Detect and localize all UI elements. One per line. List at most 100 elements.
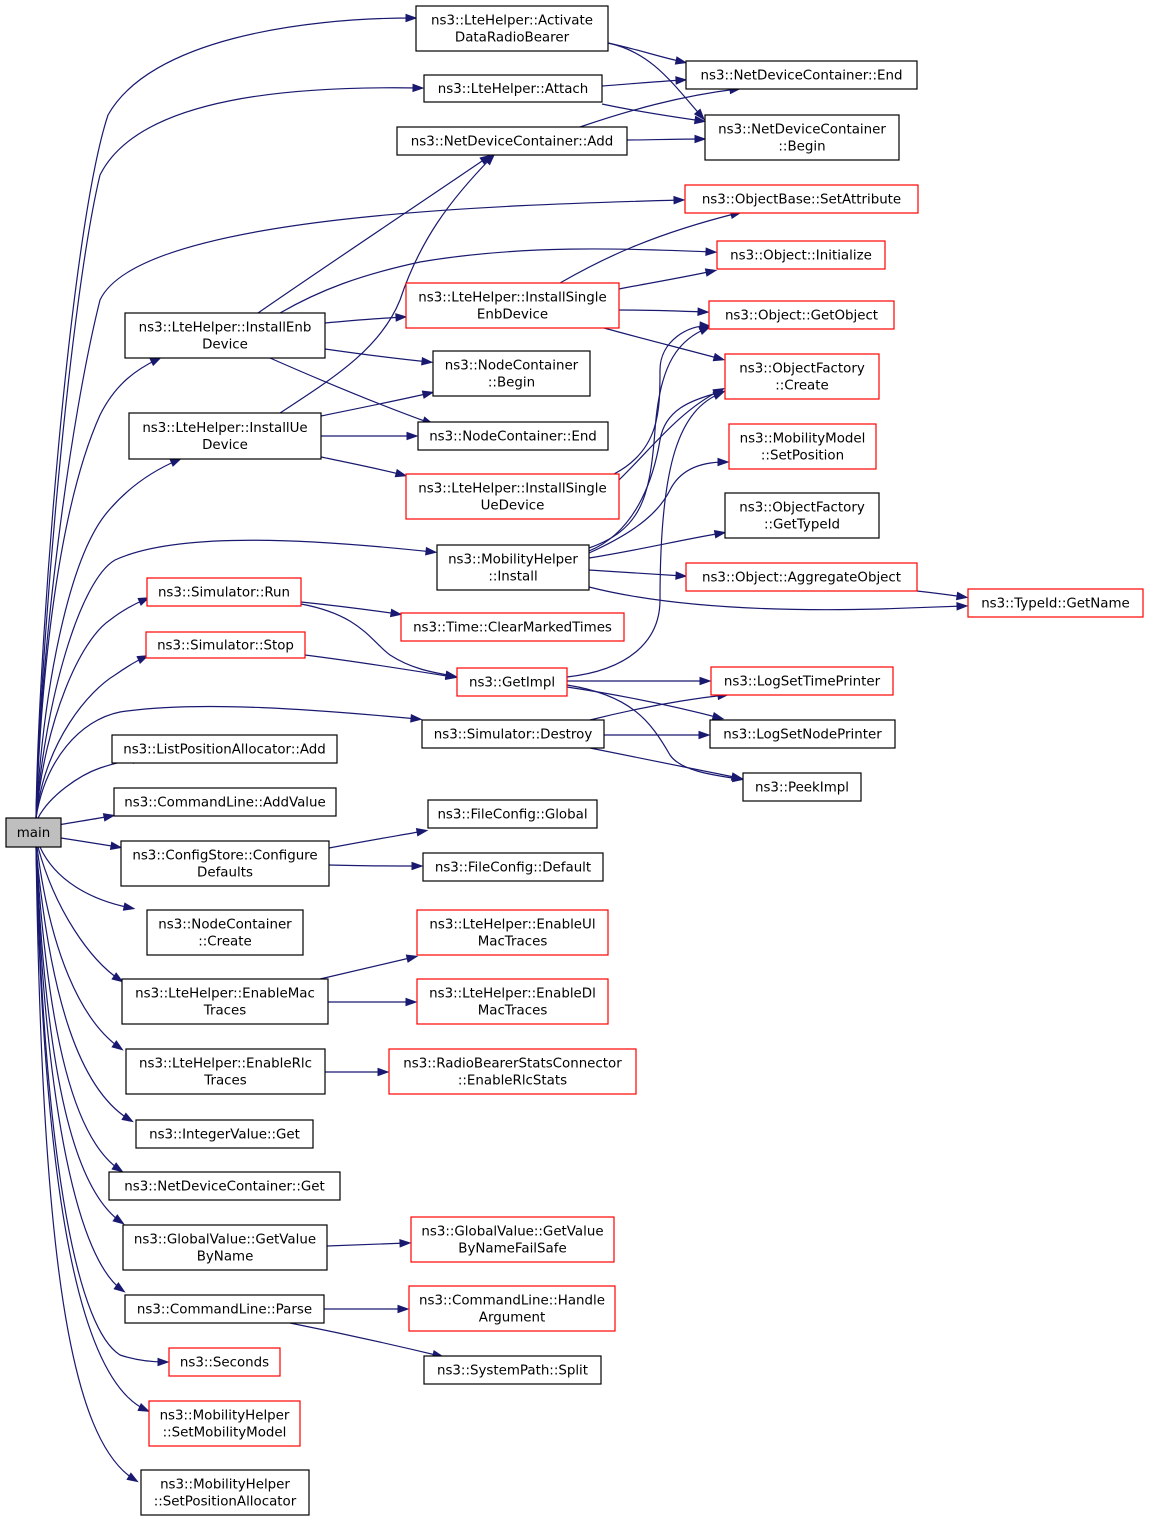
node-label: ns3::Simulator::Stop bbox=[157, 639, 294, 654]
node-box bbox=[728, 423, 877, 470]
node-label: ns3::IntegerValue::Get bbox=[149, 1128, 300, 1143]
node-obj-getobject[interactable]: ns3::Object::GetObject bbox=[708, 300, 895, 330]
edge-main-to-mh-setpa bbox=[35, 846, 139, 1483]
node-getimpl[interactable]: ns3::GetImpl bbox=[456, 667, 568, 697]
node-time-clear[interactable]: ns3::Time::ClearMarkedTimes bbox=[400, 612, 625, 642]
node-box bbox=[124, 1294, 325, 1324]
node-box bbox=[128, 412, 322, 460]
node-setattr[interactable]: ns3::ObjectBase::SetAttribute bbox=[684, 184, 919, 214]
node-nc-begin[interactable]: ns3::NodeContainer::Begin bbox=[432, 350, 591, 397]
node-sp-split[interactable]: ns3::SystemPath::Split bbox=[423, 1355, 602, 1385]
edge-gv-getbyname-to-gv-getbyname-fs bbox=[326, 1238, 412, 1248]
node-fc-global[interactable]: ns3::FileConfig::Global bbox=[427, 799, 598, 829]
node-nc-end[interactable]: ns3::NodeContainer::End bbox=[417, 421, 609, 451]
edge-mh-install-to-obj-getobject bbox=[588, 326, 712, 549]
node-cl-parse[interactable]: ns3::CommandLine::Parse bbox=[124, 1294, 325, 1324]
node-nc-create[interactable]: ns3::NodeContainer::Create bbox=[146, 909, 304, 956]
node-seconds[interactable]: ns3::Seconds bbox=[168, 1347, 281, 1377]
node-ndc-add[interactable]: ns3::NetDeviceContainer::Add bbox=[396, 126, 628, 156]
node-label: ns3::LteHelper::InstallEnb bbox=[139, 321, 312, 336]
node-box bbox=[742, 772, 862, 802]
node-logsettime[interactable]: ns3::LogSetTimePrinter bbox=[710, 666, 894, 696]
node-mh-setmm[interactable]: ns3::MobilityHelper::SetMobilityModel bbox=[148, 1400, 301, 1447]
node-sim-run[interactable]: ns3::Simulator::Run bbox=[146, 577, 302, 607]
node-label: ns3::ListPositionAllocator::Add bbox=[123, 743, 326, 758]
node-box bbox=[124, 312, 326, 359]
node-box bbox=[709, 719, 896, 749]
edge-install-enb-to-install-single-enb bbox=[324, 313, 408, 324]
node-logsetnode[interactable]: ns3::LogSetNodePrinter bbox=[709, 719, 896, 749]
node-box bbox=[108, 1171, 341, 1201]
edge-install-enb-to-obj-init bbox=[279, 247, 718, 314]
node-attach[interactable]: ns3::LteHelper::Attach bbox=[423, 74, 603, 103]
node-box bbox=[5, 817, 62, 848]
node-label: ns3::Time::ClearMarkedTimes bbox=[413, 621, 612, 636]
node-label: ByNameFailSafe bbox=[458, 1242, 566, 1257]
node-main[interactable]: main bbox=[5, 817, 62, 848]
node-label: ns3::NetDeviceContainer::Add bbox=[411, 135, 613, 150]
node-label: ByName bbox=[197, 1250, 254, 1265]
node-intval-get[interactable]: ns3::IntegerValue::Get bbox=[135, 1119, 314, 1149]
node-label: ::Create bbox=[775, 379, 829, 394]
node-label: ns3::NetDeviceContainer::End bbox=[701, 69, 903, 84]
node-label: MacTraces bbox=[478, 935, 548, 950]
edge-main-to-gv-getbyname bbox=[35, 846, 125, 1225]
edge-ndc-add-to-ndc-begin bbox=[626, 134, 707, 144]
node-ndc-get[interactable]: ns3::NetDeviceContainer::Get bbox=[108, 1171, 341, 1201]
node-peekimpl[interactable]: ns3::PeekImpl bbox=[742, 772, 862, 802]
node-box bbox=[148, 1400, 301, 1447]
node-label: ns3::NetDeviceContainer bbox=[718, 123, 886, 138]
node-lpa-add[interactable]: ns3::ListPositionAllocator::Add bbox=[111, 734, 338, 764]
node-label: ns3::PeekImpl bbox=[755, 781, 849, 796]
node-label: ns3::GlobalValue::GetValue bbox=[134, 1233, 316, 1248]
node-ndc-begin[interactable]: ns3::NetDeviceContainer::Begin bbox=[704, 114, 900, 161]
edge-sim-destroy-to-logsetnode bbox=[604, 730, 711, 740]
node-label: ns3::ConfigStore::Configure bbox=[132, 849, 317, 864]
node-box bbox=[685, 60, 918, 90]
edge-enable-mac-to-enable-dl-mac bbox=[327, 997, 418, 1007]
node-label: ns3::SystemPath::Split bbox=[437, 1364, 588, 1379]
node-mh-setpa[interactable]: ns3::MobilityHelper::SetPositionAllocato… bbox=[140, 1469, 310, 1516]
node-label: ns3::LteHelper::Activate bbox=[431, 14, 593, 29]
node-label: ns3::Simulator::Run bbox=[158, 586, 290, 601]
node-mm-setpos[interactable]: ns3::MobilityModel::SetPosition bbox=[728, 423, 877, 470]
node-box bbox=[415, 5, 609, 52]
node-of-gettypeid[interactable]: ns3::ObjectFactory::GetTypeId bbox=[724, 492, 880, 539]
node-sim-stop[interactable]: ns3::Simulator::Stop bbox=[145, 631, 306, 659]
node-fc-default[interactable]: ns3::FileConfig::Default bbox=[422, 852, 604, 882]
node-label: ns3::CommandLine::Parse bbox=[137, 1303, 312, 1318]
node-sim-destroy[interactable]: ns3::Simulator::Destroy bbox=[421, 719, 605, 749]
edge-mh-install-to-mm-setpos bbox=[588, 457, 730, 554]
node-label: Argument bbox=[479, 1311, 545, 1326]
node-obj-aggregate[interactable]: ns3::Object::AggregateObject bbox=[685, 562, 918, 592]
node-box bbox=[111, 734, 338, 764]
node-mh-install[interactable]: ns3::MobilityHelper::Install bbox=[436, 544, 590, 591]
node-box bbox=[135, 1119, 314, 1149]
node-rbsc-enable-rlc[interactable]: ns3::RadioBearerStatsConnector::EnableRl… bbox=[388, 1048, 637, 1095]
edge-main-to-mh-setmm bbox=[35, 846, 151, 1412]
node-box bbox=[456, 667, 568, 697]
node-obj-init[interactable]: ns3::Object::Initialize bbox=[716, 240, 886, 270]
node-label: EnbDevice bbox=[477, 308, 548, 323]
node-label: ns3::LteHelper::InstallSingle bbox=[418, 291, 607, 306]
node-ndc-end[interactable]: ns3::NetDeviceContainer::End bbox=[685, 60, 918, 90]
node-label: ns3::NetDeviceContainer::Get bbox=[124, 1180, 324, 1195]
node-label: MacTraces bbox=[478, 1004, 548, 1019]
node-typeid-getname[interactable]: ns3::TypeId::GetName bbox=[967, 588, 1144, 618]
node-cl-addvalue[interactable]: ns3::CommandLine::AddValue bbox=[113, 787, 337, 817]
node-box bbox=[122, 1224, 328, 1271]
node-of-create[interactable]: ns3::ObjectFactory::Create bbox=[724, 353, 880, 400]
